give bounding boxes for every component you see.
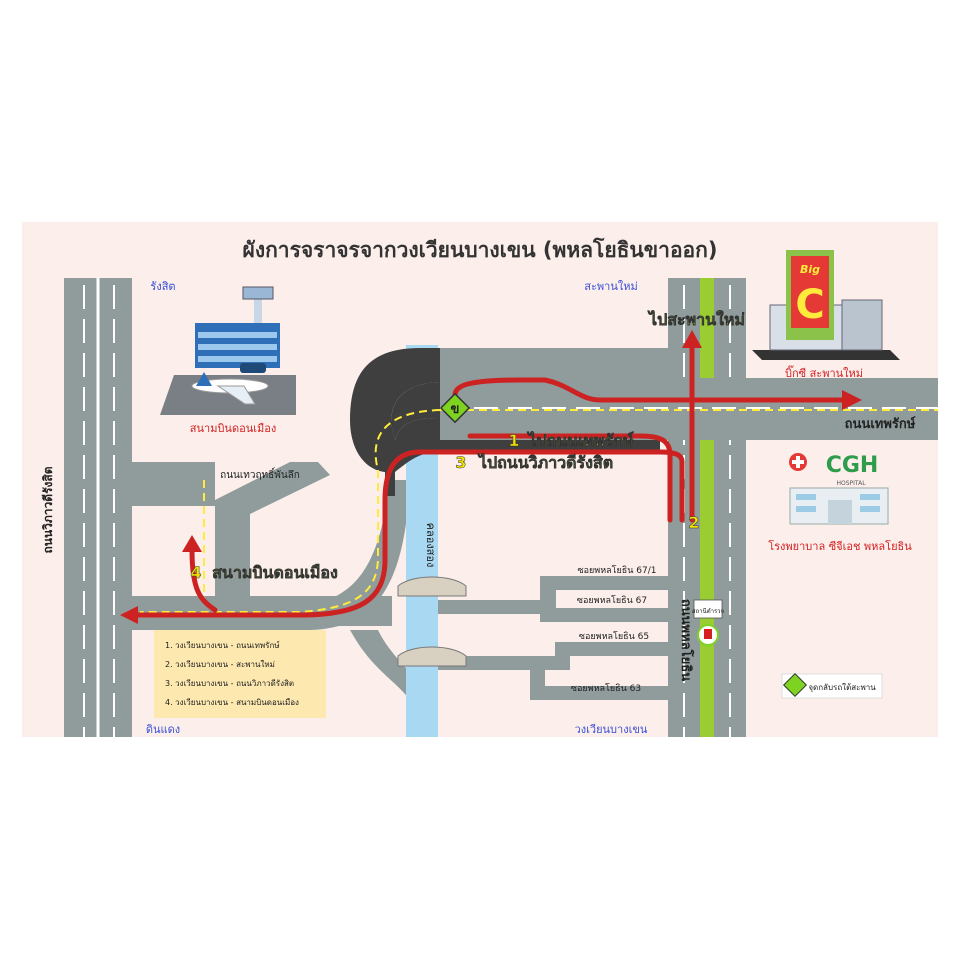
- label-hospital: โรงพยาบาล ซีจีเอช พหลโยธิน: [768, 539, 912, 553]
- big-c-illustration: Big C: [752, 250, 900, 360]
- soi-roads: [420, 576, 668, 700]
- label-big-c: บิ๊กซี สะพานใหม่: [785, 365, 863, 380]
- map-title: ผังการจราจรจากวงเวียนบางเขน (พหลโยธินขาอ…: [243, 237, 718, 262]
- route-arrows: [127, 342, 853, 618]
- upper-road: [435, 348, 668, 378]
- route-1-label: ไปถนนเทพรักษ์: [526, 431, 634, 450]
- thewarit-road: [130, 462, 330, 600]
- cgh-logo: CGH: [826, 453, 879, 478]
- big-c-logo-letter: C: [795, 282, 824, 328]
- route-4-path: [189, 547, 218, 613]
- label-soi-67-1: ซอยพหลโยธิน 67/1: [578, 565, 657, 576]
- vibhavadi-road: [64, 278, 132, 737]
- route-2-arrowhead: [682, 330, 702, 348]
- label-soi-67: ซอยพหลโยธิน 67: [577, 595, 647, 606]
- route-thepharak-path: [452, 377, 853, 403]
- route-4-arrowhead: [182, 535, 202, 552]
- cgh-logo-sub: HOSPITAL: [836, 480, 866, 487]
- vibhavadi-arrowhead: [120, 606, 138, 624]
- legend-item: 3. วงเวียนบางเขน - ถนนวิภาวดีรังสิต: [165, 679, 294, 688]
- label-rangsit: รังสิต: [150, 280, 175, 293]
- canal-bridge-lower: [397, 646, 467, 667]
- big-c-logo-top: Big: [800, 263, 820, 276]
- label-wongwian-bangkhen: วงเวียนบางเขน: [575, 723, 648, 736]
- label-vibhavadi: ถนนวิภาวดีรังสิต: [41, 466, 55, 553]
- uturn-note: จุดกลับรถใต้สะพาน: [781, 672, 883, 699]
- route-2-number: 2: [688, 513, 699, 532]
- route-1-number: 1: [508, 431, 519, 450]
- route-legend: 1. วงเวียนบางเขน - ถนนเทพรักษ์ 2. วงเวีย…: [154, 630, 326, 718]
- legend-item: 2. วงเวียนบางเขน - สะพานใหม่: [165, 660, 275, 669]
- canal-bridge-upper: [397, 576, 467, 597]
- route-3-path: [127, 449, 685, 618]
- label-din-daeng: ดินแดง: [146, 723, 180, 736]
- legend-item: 4. วงเวียนบางเขน - สนามบินดอนเมือง: [165, 698, 299, 707]
- uturn-marker-text: ข: [451, 402, 460, 417]
- police-station: สถานีตำรวจ: [692, 599, 724, 646]
- thepharak-arrowhead: [842, 390, 862, 410]
- flyover-bridge: [350, 348, 660, 496]
- label-thepharak: ถนนเทพรักษ์: [845, 416, 916, 432]
- label-saphan-mai: สะพานใหม่: [584, 280, 637, 293]
- label-airport: สนามบินดอนเมือง: [190, 422, 276, 435]
- hospital-illustration: CGH HOSPITAL: [789, 453, 889, 525]
- route-4-number: 4: [190, 563, 201, 582]
- label-soi-63: ซอยพหลโยธิน 63: [571, 683, 641, 694]
- airport-illustration: [160, 286, 296, 415]
- uturn-marker: ข: [439, 392, 471, 424]
- label-phahonyothin: ถนนพหลโยธิน: [678, 599, 695, 681]
- legend-item: 1. วงเวียนบางเขน - ถนนเทพรักษ์: [165, 640, 280, 650]
- uturn-note-text: จุดกลับรถใต้สะพาน: [808, 683, 876, 692]
- label-thewarit: ถนนเทวฤทธิ์พันลึก: [220, 467, 300, 481]
- label-klong: คลองสอง: [424, 523, 437, 568]
- route-2-label: ไปสะพานใหม่: [647, 310, 745, 329]
- route-3-label: ไปถนนวิภาวดีรังสิต: [477, 453, 613, 472]
- route-3-number: 3: [455, 453, 466, 472]
- route-4-label: สนามบินดอนเมือง: [212, 563, 338, 582]
- police-station-label: สถานีตำรวจ: [692, 607, 724, 615]
- label-soi-65: ซอยพหลโยธิน 65: [579, 631, 649, 642]
